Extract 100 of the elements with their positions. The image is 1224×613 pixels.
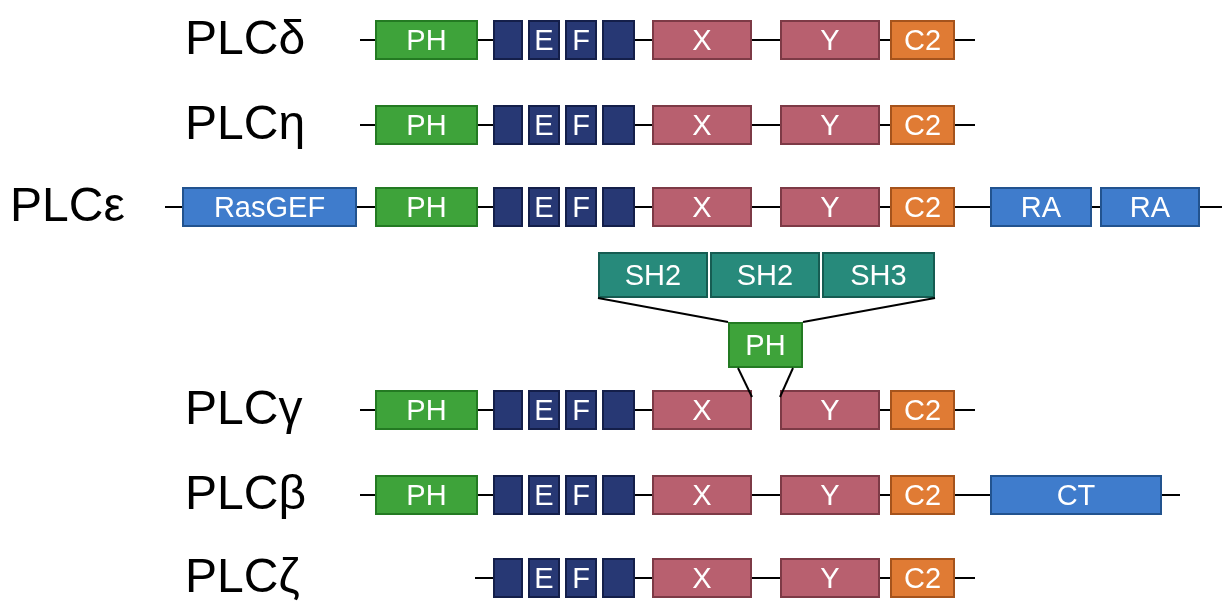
backbone-line	[634, 39, 653, 41]
domain-box: SH2	[598, 252, 708, 298]
backbone-line	[359, 124, 376, 126]
domain-box	[602, 187, 635, 227]
backbone-line	[634, 577, 653, 579]
domain-box: RasGEF	[182, 187, 357, 227]
backbone-line	[164, 206, 183, 208]
backbone-line	[751, 494, 781, 496]
domain-box: X	[652, 20, 752, 60]
domain-box: PH	[375, 20, 478, 60]
backbone-line	[634, 124, 653, 126]
backbone-line	[634, 206, 653, 208]
domain-box	[493, 20, 523, 60]
backbone-line	[477, 124, 494, 126]
backbone-line	[359, 409, 376, 411]
backbone-line	[751, 39, 781, 41]
backbone-line	[954, 206, 991, 208]
domain-box	[602, 20, 635, 60]
backbone-line	[879, 409, 891, 411]
domain-box: Y	[780, 475, 880, 515]
domain-box: E	[528, 390, 560, 430]
domain-box	[602, 558, 635, 598]
domain-box	[493, 390, 523, 430]
domain-box: Y	[780, 105, 880, 145]
backbone-line	[634, 494, 653, 496]
backbone-line	[751, 206, 781, 208]
domain-box: SH2	[710, 252, 820, 298]
domain-box: PH	[375, 105, 478, 145]
domain-box: F	[565, 105, 597, 145]
backbone-line	[879, 124, 891, 126]
domain-box	[602, 475, 635, 515]
backbone-line	[737, 367, 753, 398]
backbone-line	[474, 577, 494, 579]
domain-box: E	[528, 558, 560, 598]
domain-box: F	[565, 475, 597, 515]
domain-box: Y	[780, 187, 880, 227]
domain-box	[493, 187, 523, 227]
domain-box: C2	[890, 187, 955, 227]
domain-box: F	[565, 20, 597, 60]
protein-name: PLCζ	[185, 552, 300, 600]
domain-box: X	[652, 475, 752, 515]
backbone-line	[1199, 206, 1223, 208]
domain-box: C2	[890, 20, 955, 60]
domain-box: Y	[780, 558, 880, 598]
domain-box: PH	[375, 390, 478, 430]
domain-box: X	[652, 187, 752, 227]
protein-name: PLCε	[10, 181, 125, 229]
backbone-line	[477, 206, 494, 208]
backbone-line	[477, 409, 494, 411]
backbone-line	[802, 297, 936, 323]
domain-box: CT	[990, 475, 1162, 515]
domain-box: X	[652, 558, 752, 598]
backbone-line	[879, 206, 891, 208]
domain-box: E	[528, 187, 560, 227]
domain-box: E	[528, 105, 560, 145]
backbone-line	[477, 39, 494, 41]
backbone-line	[477, 494, 494, 496]
domain-box: F	[565, 390, 597, 430]
backbone-line	[1161, 494, 1181, 496]
domain-box	[493, 105, 523, 145]
domain-box: SH3	[822, 252, 935, 298]
domain-box: X	[652, 390, 752, 430]
protein-name: PLCδ	[185, 14, 306, 62]
domain-box: C2	[890, 390, 955, 430]
backbone-line	[954, 494, 991, 496]
domain-box: Y	[780, 20, 880, 60]
domain-box	[602, 390, 635, 430]
domain-box	[493, 475, 523, 515]
backbone-line	[751, 577, 781, 579]
domain-box: E	[528, 475, 560, 515]
backbone-line	[359, 39, 376, 41]
protein-name: PLCη	[185, 99, 306, 147]
domain-box: E	[528, 20, 560, 60]
protein-name: PLCγ	[185, 384, 303, 432]
domain-box: C2	[890, 105, 955, 145]
backbone-line	[356, 206, 376, 208]
domain-box: Y	[780, 390, 880, 430]
domain-box: C2	[890, 475, 955, 515]
backbone-line	[879, 39, 891, 41]
backbone-line	[1091, 206, 1101, 208]
backbone-line	[954, 577, 976, 579]
backbone-line	[879, 577, 891, 579]
backbone-line	[359, 494, 376, 496]
protein-name: PLCβ	[185, 469, 306, 517]
domain-box: RA	[990, 187, 1092, 227]
backbone-line	[954, 409, 976, 411]
backbone-line	[751, 124, 781, 126]
domain-box: F	[565, 558, 597, 598]
backbone-line	[879, 494, 891, 496]
domain-box	[602, 105, 635, 145]
domain-box: RA	[1100, 187, 1200, 227]
backbone-line	[954, 124, 976, 126]
domain-box	[493, 558, 523, 598]
domain-box: PH	[375, 187, 478, 227]
domain-box: X	[652, 105, 752, 145]
backbone-line	[597, 297, 729, 323]
domain-box: C2	[890, 558, 955, 598]
backbone-line	[634, 409, 653, 411]
domain-box: PH	[375, 475, 478, 515]
domain-box: PH	[728, 322, 803, 368]
